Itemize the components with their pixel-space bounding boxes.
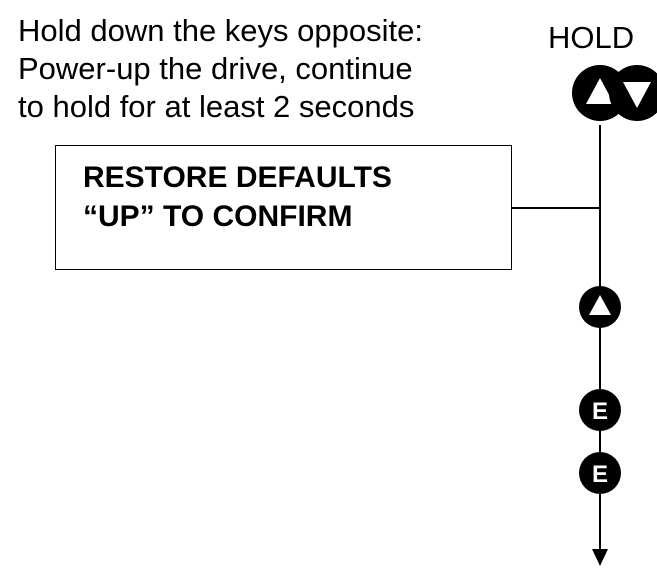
- hold-label: HOLD: [548, 20, 635, 55]
- instruction-line-3: to hold for at least 2 seconds: [18, 89, 415, 124]
- instruction-line-2: Power-up the drive, continue: [18, 51, 413, 86]
- instructions-text: Hold down the keys opposite: Power-up th…: [18, 12, 423, 126]
- display-line-1: RESTORE DEFAULTS: [83, 161, 392, 194]
- up-key-icon: [579, 286, 621, 328]
- enter-key-letter: E: [592, 398, 608, 425]
- instruction-line-1: Hold down the keys opposite:: [18, 13, 423, 48]
- display-line-2: “UP” TO CONFIRM: [83, 200, 353, 233]
- enter-key-icon: E: [579, 452, 621, 494]
- enter-key-letter: E: [592, 461, 608, 488]
- enter-key-icon: E: [579, 389, 621, 431]
- flow-arrowhead-icon: [592, 549, 608, 566]
- hold-down-key-icon: [609, 65, 657, 121]
- display-box: RESTORE DEFAULTS “UP” TO CONFIRM: [55, 145, 512, 270]
